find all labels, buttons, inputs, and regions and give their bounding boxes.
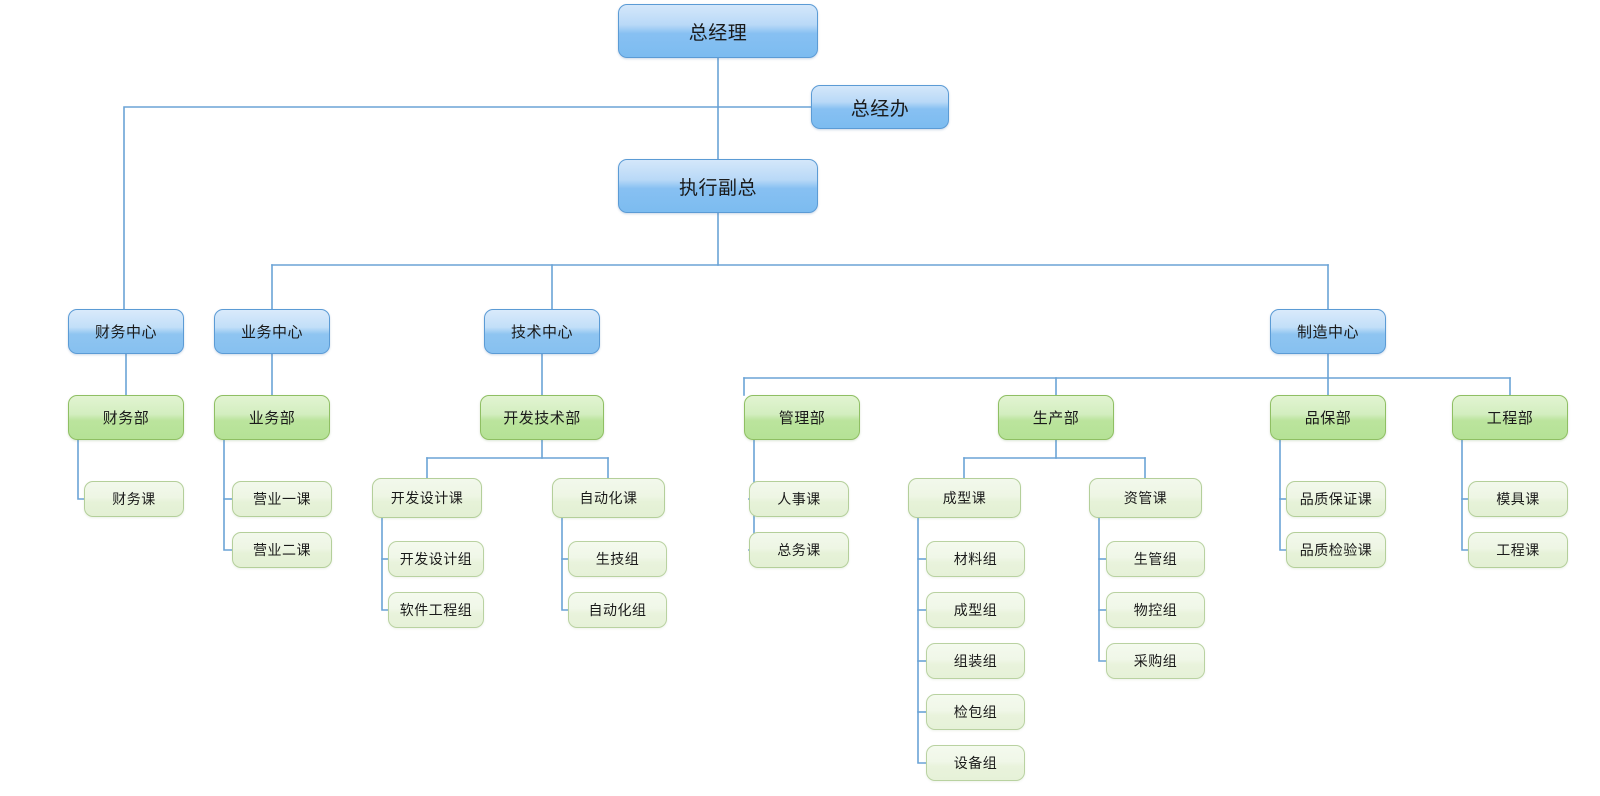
org-node-g_equip[interactable]: 设备组 xyxy=(926,745,1025,781)
org-node-gm[interactable]: 总经理 xyxy=(618,4,818,58)
org-node-s_ga[interactable]: 总务课 xyxy=(749,532,849,568)
org-node-s_devdes[interactable]: 开发设计课 xyxy=(372,478,482,518)
org-node-d_eng[interactable]: 工程部 xyxy=(1452,395,1568,440)
org-node-g_assembly[interactable]: 组装组 xyxy=(926,643,1025,679)
org-node-s_sales2[interactable]: 营业二课 xyxy=(232,532,332,568)
org-node-gmoffice[interactable]: 总经办 xyxy=(811,85,949,129)
org-node-c_fin[interactable]: 财务中心 xyxy=(68,309,184,354)
org-node-g_mc[interactable]: 物控组 xyxy=(1106,592,1205,628)
org-node-g_pmc[interactable]: 生管组 xyxy=(1106,541,1205,577)
org-node-g_molding[interactable]: 成型组 xyxy=(926,592,1025,628)
org-node-s_qaassure[interactable]: 品质保证课 xyxy=(1286,481,1386,517)
org-node-d_prod[interactable]: 生产部 xyxy=(998,395,1114,440)
org-node-s_engcls[interactable]: 工程课 xyxy=(1468,532,1568,568)
org-node-c_mfg[interactable]: 制造中心 xyxy=(1270,309,1386,354)
org-node-d_admin[interactable]: 管理部 xyxy=(744,395,860,440)
org-node-g_devdes[interactable]: 开发设计组 xyxy=(388,541,484,577)
org-node-g_auto[interactable]: 自动化组 xyxy=(568,592,667,628)
connector-line xyxy=(917,517,927,764)
org-node-c_biz[interactable]: 业务中心 xyxy=(214,309,330,354)
org-node-d_devtech[interactable]: 开发技术部 xyxy=(480,395,604,440)
org-node-s_auto[interactable]: 自动化课 xyxy=(552,478,665,518)
org-node-s_tooling[interactable]: 模具课 xyxy=(1468,481,1568,517)
org-node-evp[interactable]: 执行副总 xyxy=(618,159,818,213)
org-node-g_material[interactable]: 材料组 xyxy=(926,541,1025,577)
connector-line xyxy=(1098,517,1107,662)
org-node-s_sales1[interactable]: 营业一课 xyxy=(232,481,332,517)
org-node-s_fin[interactable]: 财务课 xyxy=(84,481,184,517)
org-node-g_purchase[interactable]: 采购组 xyxy=(1106,643,1205,679)
org-node-d_qa[interactable]: 品保部 xyxy=(1270,395,1386,440)
org-node-s_matmgmt[interactable]: 资管课 xyxy=(1089,478,1202,518)
org-node-g_sweng[interactable]: 软件工程组 xyxy=(388,592,484,628)
org-node-s_hr[interactable]: 人事课 xyxy=(749,481,849,517)
org-node-g_prodtech[interactable]: 生技组 xyxy=(568,541,667,577)
org-node-s_mold[interactable]: 成型课 xyxy=(908,478,1021,518)
org-node-s_qainsp[interactable]: 品质检验课 xyxy=(1286,532,1386,568)
org-node-d_biz[interactable]: 业务部 xyxy=(214,395,330,440)
org-node-d_fin[interactable]: 财务部 xyxy=(68,395,184,440)
connector-line xyxy=(223,439,233,551)
org-node-c_tech[interactable]: 技术中心 xyxy=(484,309,600,354)
org-node-g_inspect[interactable]: 检包组 xyxy=(926,694,1025,730)
